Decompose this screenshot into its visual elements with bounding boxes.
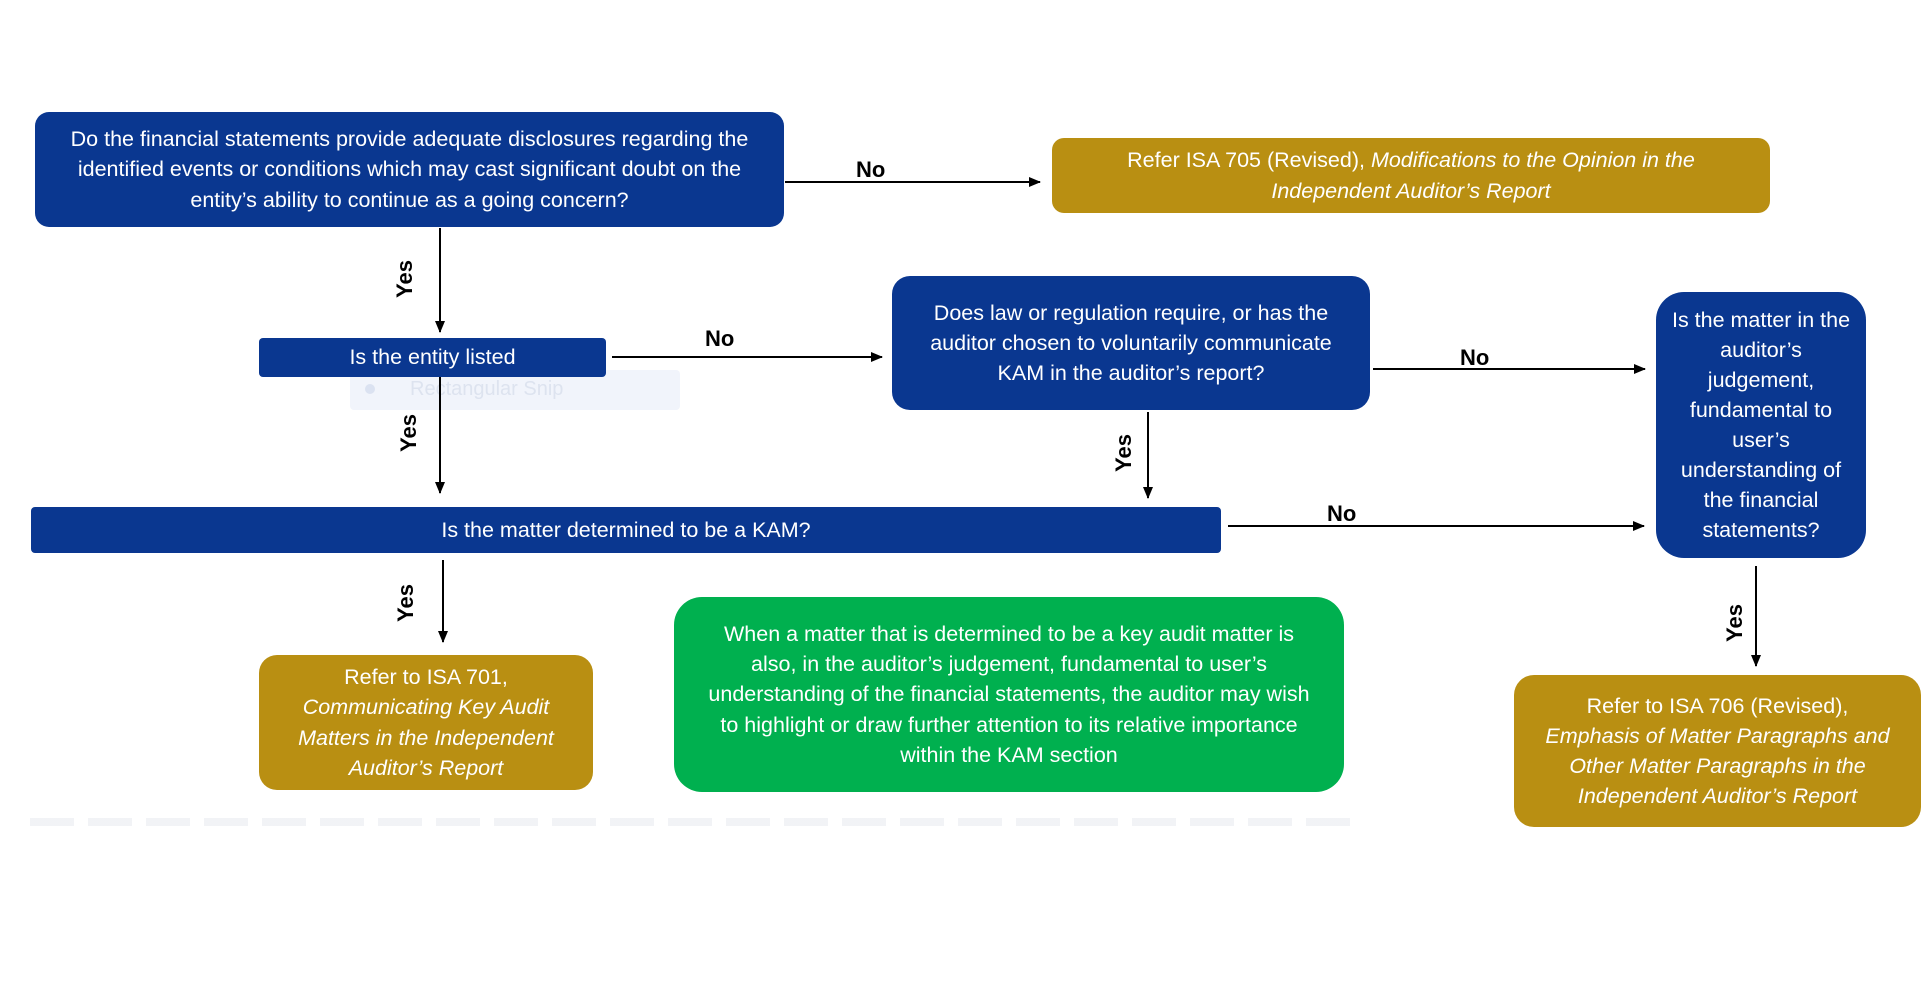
isa-705-title: Modifications to the Opinion in the Inde…: [1271, 148, 1695, 203]
label-yes-q2: Yes: [395, 414, 421, 452]
faint-source-line: [30, 818, 1350, 826]
label-no-q5: No: [1327, 501, 1357, 526]
label-yes-q5: Yes: [392, 584, 418, 622]
label-no-q1: No: [856, 157, 886, 182]
isa-701-title: Communicating Key Audit Matters in the I…: [298, 695, 554, 780]
label-yes-q1: Yes: [391, 260, 417, 298]
refer-isa-706-box: Refer to ISA 706 (Revised), Emphasis of …: [1514, 675, 1921, 827]
question-fundamental-to-users: Is the matter in the auditor’s judgement…: [1656, 292, 1866, 558]
question-is-kam-text: Is the matter determined to be a KAM?: [441, 517, 811, 542]
question-law-requires-kam-text: Does law or regulation require, or has t…: [930, 300, 1332, 386]
question-is-kam: Is the matter determined to be a KAM?: [31, 507, 1221, 553]
snip-icon: [365, 384, 375, 394]
refer-isa-701-box: Refer to ISA 701, Communicating Key Audi…: [259, 655, 593, 790]
question-entity-listed-text: Is the entity listed: [349, 345, 516, 370]
question-fundamental-to-users-text: Is the matter in the auditor’s judgement…: [1671, 307, 1851, 543]
kam-emphasis-note: When a matter that is determined to be a…: [674, 597, 1344, 792]
isa-706-title: Emphasis of Matter Paragraphs and Other …: [1545, 723, 1890, 809]
question-going-concern-disclosures: Do the financial statements provide adeq…: [35, 112, 784, 227]
isa-705-prefix: Refer ISA 705 (Revised),: [1127, 148, 1371, 173]
label-yes-q4: Yes: [1721, 604, 1747, 642]
snip-tooltip-text: Rectangular Snip: [410, 378, 564, 400]
question-going-concern-text: Do the financial statements provide adeq…: [70, 127, 749, 212]
label-no-q2: No: [705, 326, 735, 351]
question-law-requires-kam: Does law or regulation require, or has t…: [892, 276, 1370, 410]
label-no-q3: No: [1460, 345, 1490, 370]
isa-706-prefix: Refer to ISA 706 (Revised),: [1586, 693, 1849, 718]
question-entity-listed: Is the entity listed: [259, 338, 606, 377]
refer-isa-705-box: Refer ISA 705 (Revised), Modifications t…: [1052, 138, 1770, 213]
kam-emphasis-note-text: When a matter that is determined to be a…: [708, 622, 1310, 767]
label-yes-q3: Yes: [1110, 434, 1136, 472]
isa-701-prefix: Refer to ISA 701,: [344, 665, 508, 690]
